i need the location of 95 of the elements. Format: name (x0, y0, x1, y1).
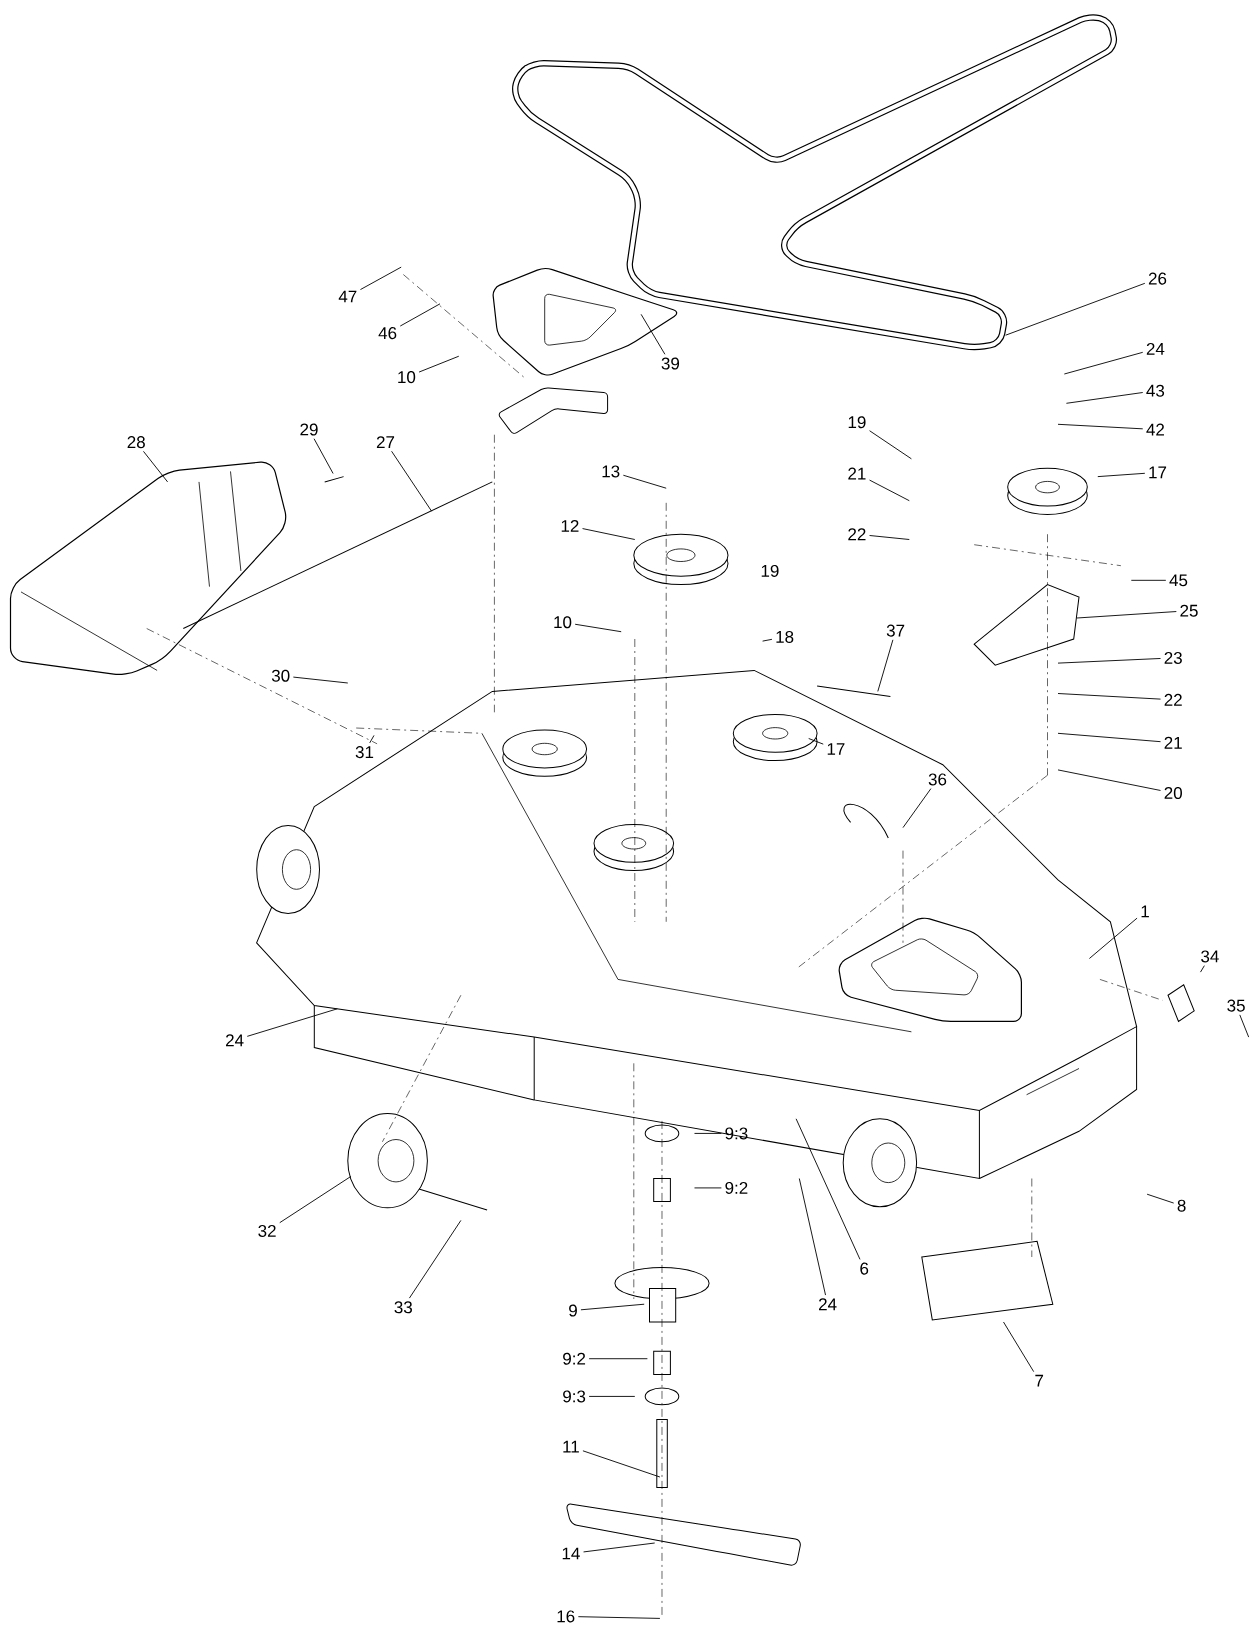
leader-line (869, 479, 910, 502)
callout-number: 24 (1146, 342, 1165, 355)
callout-number: 20 (1164, 787, 1182, 800)
callout-number: 23 (1164, 651, 1182, 664)
leader-line (1097, 472, 1146, 478)
callout-number: 34 (1201, 950, 1219, 963)
leader-line (418, 355, 460, 373)
callout-number: 28 (127, 436, 145, 449)
leader-line (1200, 965, 1205, 973)
callout-number: 24 (819, 1298, 837, 1311)
callout-number: 11 (563, 1440, 579, 1453)
callout-number: 18 (776, 630, 794, 643)
callout-number: 19 (761, 564, 779, 577)
leader-line (622, 474, 667, 489)
leader-line (292, 676, 349, 684)
leader-line (877, 639, 894, 692)
callout-number: 17 (827, 743, 845, 755)
callout-number: 9:2 (725, 1181, 748, 1194)
leader-line (869, 430, 912, 460)
callout-number: 13 (602, 465, 620, 478)
leader-line (1076, 611, 1177, 619)
callout-number: 21 (1164, 736, 1182, 749)
leader-line (577, 1616, 661, 1619)
callout-number: 26 (1148, 272, 1167, 285)
leader-line (1088, 917, 1138, 959)
callout-number: 10 (554, 616, 572, 629)
callout-number: 25 (1180, 604, 1198, 617)
leader-line (694, 1132, 722, 1134)
leader-line (408, 1219, 462, 1299)
leader-line (313, 438, 334, 474)
callout-number: 9:2 (563, 1352, 586, 1365)
leader-line (582, 528, 636, 540)
callout-number: 14 (562, 1547, 580, 1560)
callout-number: 19 (848, 416, 866, 429)
callout-number: 36 (928, 773, 947, 786)
callout-number: 31 (355, 746, 374, 759)
leader-line (694, 1187, 722, 1189)
leader-line (1003, 1321, 1035, 1373)
leader-line (1063, 351, 1144, 375)
callout-number: 17 (1149, 466, 1167, 479)
leader-line (1057, 658, 1161, 664)
callout-number: 42 (1146, 423, 1164, 436)
callout-number: 29 (300, 423, 318, 436)
callout-number: 27 (376, 436, 395, 449)
leader-line (360, 266, 402, 290)
leader-line (795, 1118, 861, 1260)
leader-line (808, 738, 824, 745)
leader-line (580, 1303, 645, 1311)
leader-line (583, 1542, 656, 1553)
callout-number: 45 (1169, 574, 1188, 587)
callout-number: 7 (1035, 1374, 1044, 1387)
leader-line (869, 535, 910, 540)
leader-line (246, 1008, 338, 1037)
leader-line (588, 1358, 648, 1360)
leader-line (1057, 769, 1161, 791)
leader-line (582, 1450, 661, 1478)
callout-number: 10 (398, 371, 416, 384)
leader-line (588, 1395, 636, 1397)
callout-number: 24 (226, 1034, 244, 1047)
callout-number: 47 (338, 290, 357, 303)
callout-number: 9 (569, 1304, 577, 1317)
callout-number: 37 (886, 624, 905, 637)
leader-line (1065, 392, 1144, 404)
leader-line (1057, 732, 1161, 743)
leader-line (640, 313, 666, 355)
leader-line (1239, 1014, 1250, 1038)
leader-line (1057, 423, 1144, 430)
callout-number: 22 (848, 528, 866, 541)
callout-number: 46 (378, 327, 397, 340)
leader-line (762, 638, 773, 642)
leader-line (399, 303, 441, 327)
callout-number: 43 (1146, 384, 1165, 397)
leader-line (279, 1175, 352, 1224)
callout-number: 16 (557, 1610, 575, 1623)
callout-number: 8 (1177, 1199, 1186, 1212)
leader-line (143, 450, 169, 483)
leader-line (574, 623, 622, 633)
callout-number: 30 (271, 669, 290, 682)
callout-number: 35 (1227, 999, 1245, 1012)
leader-line (1005, 282, 1146, 336)
leader-line (1057, 693, 1161, 700)
leader-line (391, 450, 433, 512)
callout-number: 39 (661, 357, 680, 370)
callout-number: 12 (561, 520, 579, 532)
leader-line (1130, 579, 1167, 581)
callout-number: 1 (1141, 905, 1149, 918)
callout-number: 22 (1164, 693, 1182, 706)
callout-number: 33 (394, 1301, 412, 1314)
callout-number: 6 (860, 1262, 869, 1275)
callout-number: 9:3 (563, 1390, 586, 1403)
leader-line (1146, 1193, 1175, 1204)
callout-number: 21 (848, 467, 866, 480)
leader-line (798, 1178, 826, 1296)
leader-line (369, 734, 375, 744)
callout-number: 32 (258, 1224, 276, 1237)
